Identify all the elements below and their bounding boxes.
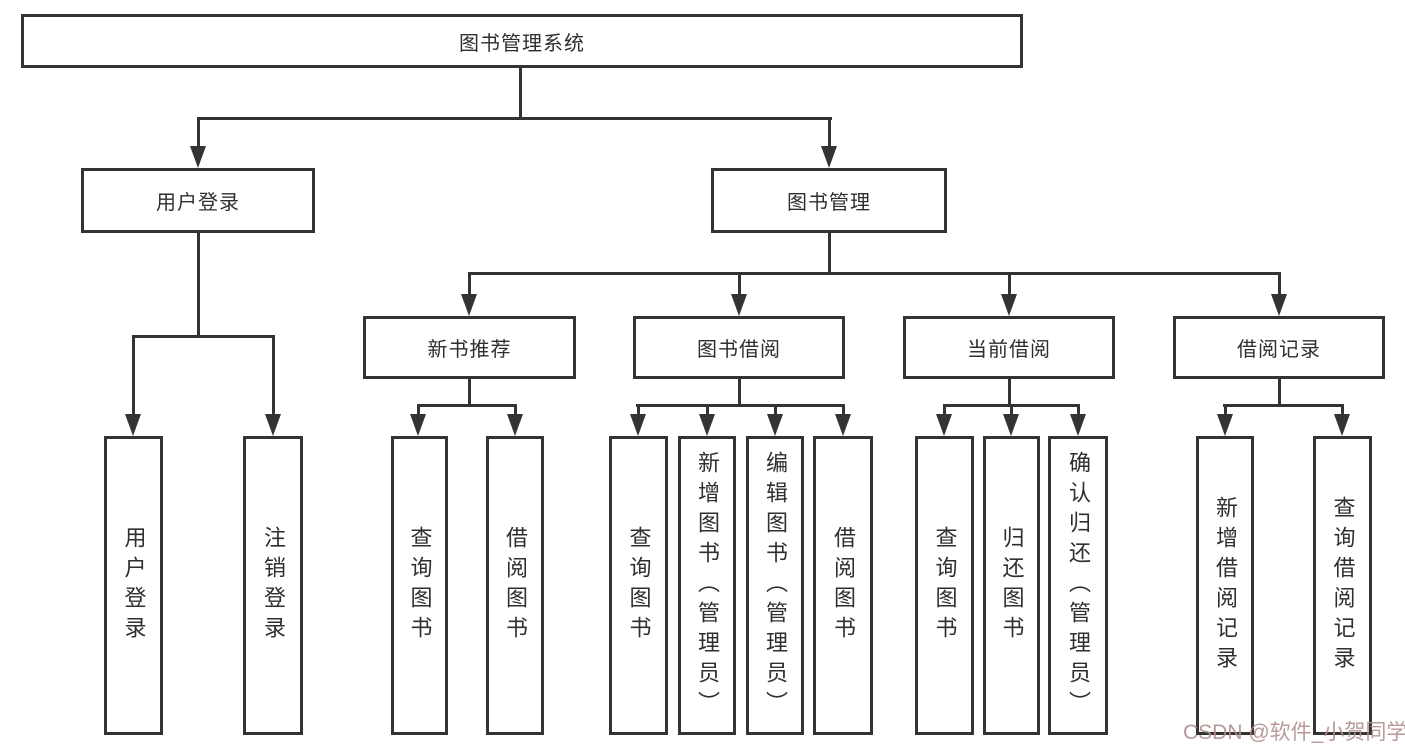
leaf-br-query-record-label: 查询借阅记录	[1330, 495, 1356, 676]
connector-line	[637, 404, 640, 418]
connector-line	[828, 117, 831, 150]
connector-line	[272, 335, 275, 417]
connector-line	[1224, 404, 1227, 418]
connector-line	[706, 404, 709, 418]
leaf-bb-query-books: 查询图书	[609, 436, 668, 735]
node-book-management: 图书管理	[711, 168, 947, 233]
connector-line	[132, 335, 135, 417]
leaf-cb-query-books: 查询图书	[915, 436, 974, 735]
arrowhead-icon	[936, 414, 952, 436]
leaf-logout-login-label: 注销登录	[261, 525, 286, 646]
arrowhead-icon	[835, 414, 851, 436]
connector-line	[468, 272, 1281, 275]
connector-line	[774, 404, 777, 418]
node-current-borrow-label: 当前借阅	[967, 339, 1051, 361]
connector-line	[1223, 404, 1344, 407]
connector-line	[197, 233, 200, 338]
connector-line	[1278, 272, 1281, 296]
connector-line	[636, 404, 845, 407]
arrowhead-icon	[1334, 414, 1350, 436]
leaf-nb-borrow-books: 借阅图书	[486, 436, 544, 735]
connector-line	[842, 404, 845, 418]
leaf-br-add-record-label: 新增借阅记录	[1213, 495, 1238, 676]
connector-line	[197, 117, 200, 150]
node-user-login-label: 用户登录	[156, 192, 240, 214]
arrowhead-icon	[1003, 414, 1019, 436]
leaf-user-login: 用户登录	[104, 436, 163, 735]
connector-line	[468, 272, 471, 296]
leaf-bb-add-books-admin-label: 新增图书（管理员）	[695, 450, 720, 721]
leaf-br-query-record: 查询借阅记录	[1313, 436, 1372, 735]
node-user-login: 用户登录	[81, 168, 315, 233]
connector-line	[943, 404, 946, 418]
leaf-cb-query-books-label: 查询图书	[932, 525, 958, 646]
arrowhead-icon	[125, 414, 141, 436]
leaf-bb-edit-books-admin-label: 编辑图书（管理员）	[763, 450, 788, 721]
node-new-book-recommend: 新书推荐	[363, 316, 576, 379]
csdn-watermark: CSDN @软件_小贺同学	[1183, 721, 1405, 744]
connector-line	[514, 404, 517, 418]
connector-line	[1077, 404, 1080, 418]
leaf-bb-edit-books-admin: 编辑图书（管理员）	[746, 436, 804, 735]
leaf-br-add-record: 新增借阅记录	[1196, 436, 1254, 735]
node-borrow-records-label: 借阅记录	[1237, 339, 1321, 361]
leaf-logout-login: 注销登录	[243, 436, 303, 735]
arrowhead-icon	[1271, 294, 1287, 316]
node-current-borrow: 当前借阅	[903, 316, 1115, 379]
connector-line	[1278, 379, 1281, 407]
connector-line	[1008, 379, 1011, 407]
node-new-book-recommend-label: 新书推荐	[427, 339, 512, 361]
arrowhead-icon	[699, 414, 715, 436]
leaf-bb-borrow-books: 借阅图书	[813, 436, 873, 735]
connector-line	[519, 68, 522, 120]
arrowhead-icon	[265, 414, 281, 436]
leaf-nb-query-books: 查询图书	[391, 436, 448, 735]
connector-line	[197, 117, 832, 120]
arrowhead-icon	[1001, 294, 1017, 316]
arrowhead-icon	[630, 414, 646, 436]
arrowhead-icon	[767, 414, 783, 436]
arrowhead-icon	[821, 146, 837, 168]
arrowhead-icon	[1217, 414, 1233, 436]
arrowhead-icon	[410, 414, 426, 436]
connector-line	[417, 404, 517, 407]
connector-line	[468, 379, 471, 407]
connector-line	[1341, 404, 1344, 418]
connector-line	[132, 335, 275, 338]
leaf-cb-return-books-label: 归还图书	[999, 525, 1025, 646]
leaf-cb-confirm-return-admin: 确认归还（管理员）	[1048, 436, 1108, 735]
node-book-management-label: 图书管理	[787, 192, 871, 214]
node-book-borrow-label: 图书借阅	[697, 339, 781, 361]
connector-line	[738, 379, 741, 407]
leaf-nb-query-books-label: 查询图书	[407, 525, 433, 646]
connector-line	[828, 233, 831, 275]
arrowhead-icon	[461, 294, 477, 316]
leaf-cb-return-books: 归还图书	[983, 436, 1040, 735]
arrowhead-icon	[190, 146, 206, 168]
leaf-cb-confirm-return-admin-label: 确认归还（管理员）	[1066, 450, 1091, 721]
node-root: 图书管理系统	[21, 14, 1023, 68]
node-root-label: 图书管理系统	[459, 32, 585, 55]
node-book-borrow: 图书借阅	[633, 316, 845, 379]
connector-line	[738, 272, 741, 296]
leaf-bb-borrow-books-label: 借阅图书	[831, 525, 856, 646]
leaf-bb-add-books-admin: 新增图书（管理员）	[678, 436, 736, 735]
arrowhead-icon	[731, 294, 747, 316]
connector-line	[1010, 404, 1013, 418]
arrowhead-icon	[1070, 414, 1086, 436]
leaf-user-login-label: 用户登录	[121, 525, 147, 646]
leaf-bb-query-books-label: 查询图书	[626, 525, 652, 646]
leaf-nb-borrow-books-label: 借阅图书	[503, 525, 528, 646]
connector-line	[1008, 272, 1011, 296]
connector-line	[417, 404, 420, 418]
node-borrow-records: 借阅记录	[1173, 316, 1385, 379]
arrowhead-icon	[507, 414, 523, 436]
